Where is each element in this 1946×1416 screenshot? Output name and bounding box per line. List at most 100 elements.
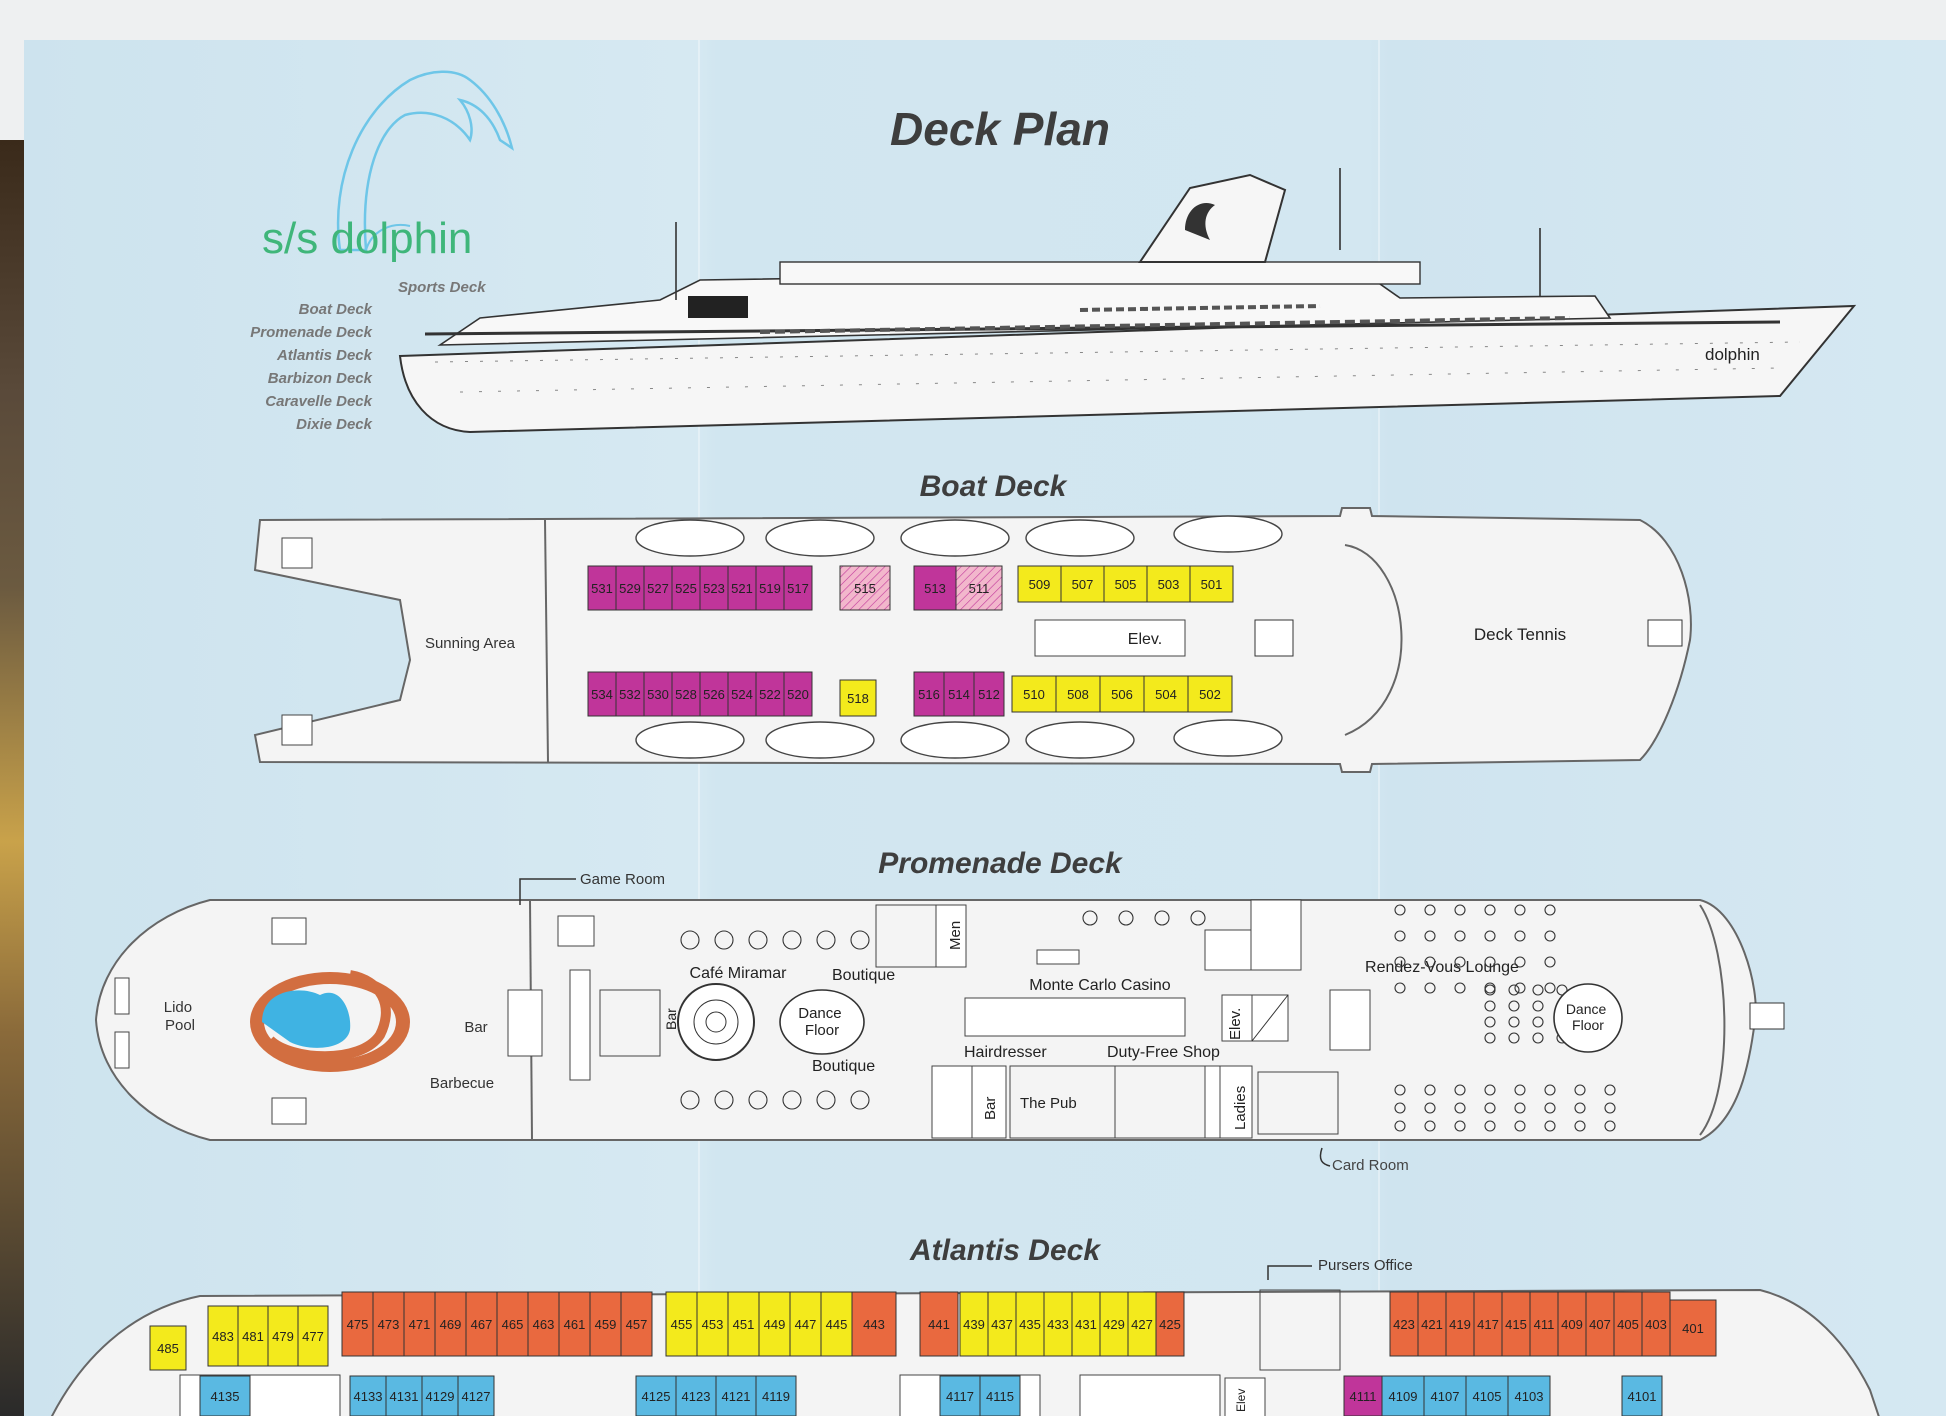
cabin-label: 441 <box>928 1317 950 1332</box>
cabin-483 <box>207 1305 239 1367</box>
seat <box>1484 904 1496 916</box>
seat <box>1154 910 1170 926</box>
cabin-label: 409 <box>1561 1317 1583 1332</box>
cabin-4109 <box>1381 1375 1425 1416</box>
cabin-label: 419 <box>1449 1317 1471 1332</box>
boutique-bottom-label: Boutique <box>812 1058 875 1075</box>
cabin-label: 469 <box>440 1317 462 1332</box>
cabin-4115 <box>979 1375 1021 1416</box>
barbecue-label: Barbecue <box>430 1075 494 1092</box>
lifeboat <box>900 519 1010 557</box>
seat <box>1454 904 1466 916</box>
cabin-label: 520 <box>787 687 809 702</box>
cabin-label: 530 <box>647 687 669 702</box>
ship-profile: dolphin <box>398 168 1857 434</box>
seat <box>680 930 700 950</box>
cabin-label: 459 <box>595 1317 617 1332</box>
cabin-label: 435 <box>1019 1317 1041 1332</box>
cabin-534 <box>587 671 617 717</box>
seat <box>1604 1120 1616 1132</box>
cabin-525 <box>671 565 701 611</box>
seat <box>1544 982 1556 994</box>
cabin-421 <box>1417 1291 1447 1357</box>
promenade-deck-title: Promenade Deck <box>878 847 1123 880</box>
cabin-523 <box>699 565 729 611</box>
cabin-4103 <box>1507 1375 1551 1416</box>
cabin-label: 4109 <box>1389 1389 1418 1404</box>
cabin-473 <box>372 1291 405 1357</box>
seat <box>1574 1102 1586 1114</box>
cabin-label: 423 <box>1393 1317 1415 1332</box>
cabin-520 <box>783 671 813 717</box>
cabin-457 <box>620 1291 653 1357</box>
cabin-443 <box>851 1291 897 1357</box>
cabin-517 <box>783 565 813 611</box>
cabin-label: 445 <box>826 1317 848 1332</box>
cabin-label: 4111 <box>1350 1389 1377 1404</box>
cabin-label: 525 <box>675 581 697 596</box>
seat <box>680 1090 700 1110</box>
cabin-427 <box>1127 1291 1157 1357</box>
cabin-449 <box>758 1291 791 1357</box>
lifeboat <box>765 721 875 759</box>
cabin-481 <box>237 1305 269 1367</box>
cabin-label: 513 <box>924 581 946 596</box>
cabin-label: 503 <box>1158 577 1180 592</box>
seat <box>1424 956 1436 968</box>
cabin-label: 447 <box>795 1317 817 1332</box>
cabin-459 <box>589 1291 622 1357</box>
seat <box>1484 1016 1496 1028</box>
cabin-437 <box>987 1291 1017 1357</box>
label-atlantis-deck: Atlantis Deck <box>276 347 373 364</box>
cabin-501 <box>1189 565 1234 603</box>
seat <box>1532 984 1544 996</box>
cabin-label: 411 <box>1534 1317 1555 1332</box>
cabin-label: 439 <box>963 1317 985 1332</box>
cabin-label: 4135 <box>211 1389 240 1404</box>
cabin-512 <box>973 671 1005 717</box>
cabin-label: 443 <box>863 1317 885 1332</box>
cabin-4117 <box>939 1375 981 1416</box>
cabin-506 <box>1099 675 1145 713</box>
cabin-label: 427 <box>1131 1317 1153 1332</box>
seat <box>1424 930 1436 942</box>
cabin-label: 514 <box>948 687 970 702</box>
lifeboat <box>900 721 1010 759</box>
cabin-425 <box>1155 1291 1185 1357</box>
dance-floor-2-label: Dance Floor <box>1566 1001 1610 1033</box>
cabin-label: 401 <box>1682 1321 1704 1336</box>
seat <box>1454 1084 1466 1096</box>
cabin-label: 516 <box>918 687 940 702</box>
logo-text: s/s dolphin <box>262 214 472 263</box>
cabin-label: 519 <box>759 581 781 596</box>
bar-label-vertical: Bar <box>663 1008 679 1030</box>
cabin-label: 477 <box>302 1329 324 1344</box>
lifeboat <box>635 519 745 557</box>
cabin-530 <box>643 671 673 717</box>
lifeboat <box>1025 519 1135 557</box>
seat <box>1424 1084 1436 1096</box>
deck-profile-labels: Sports Deck Boat Deck Promenade Deck Atl… <box>250 279 486 433</box>
bar-label-left: Bar <box>464 1019 487 1036</box>
cabin-433 <box>1043 1291 1073 1357</box>
cabin-label: 485 <box>157 1341 179 1356</box>
label-caravelle-deck: Caravelle Deck <box>265 393 372 410</box>
hull-name: dolphin <box>1705 345 1760 364</box>
seat <box>748 1090 768 1110</box>
cabin-label: 502 <box>1199 687 1221 702</box>
cabin-label: 501 <box>1201 577 1223 592</box>
game-room-label: Game Room <box>580 871 665 888</box>
seat <box>1544 1102 1556 1114</box>
seat <box>1484 1102 1496 1114</box>
seat <box>714 930 734 950</box>
cabin-label: 405 <box>1617 1317 1639 1332</box>
seat <box>1394 930 1406 942</box>
seat <box>1394 1084 1406 1096</box>
seat <box>816 930 836 950</box>
cabin-528 <box>671 671 701 717</box>
cabin-477 <box>297 1305 329 1367</box>
cabin-label: 527 <box>647 581 669 596</box>
cafe-miramar-label: Café Miramar <box>690 965 788 982</box>
cabin-label: 4121 <box>722 1389 751 1404</box>
